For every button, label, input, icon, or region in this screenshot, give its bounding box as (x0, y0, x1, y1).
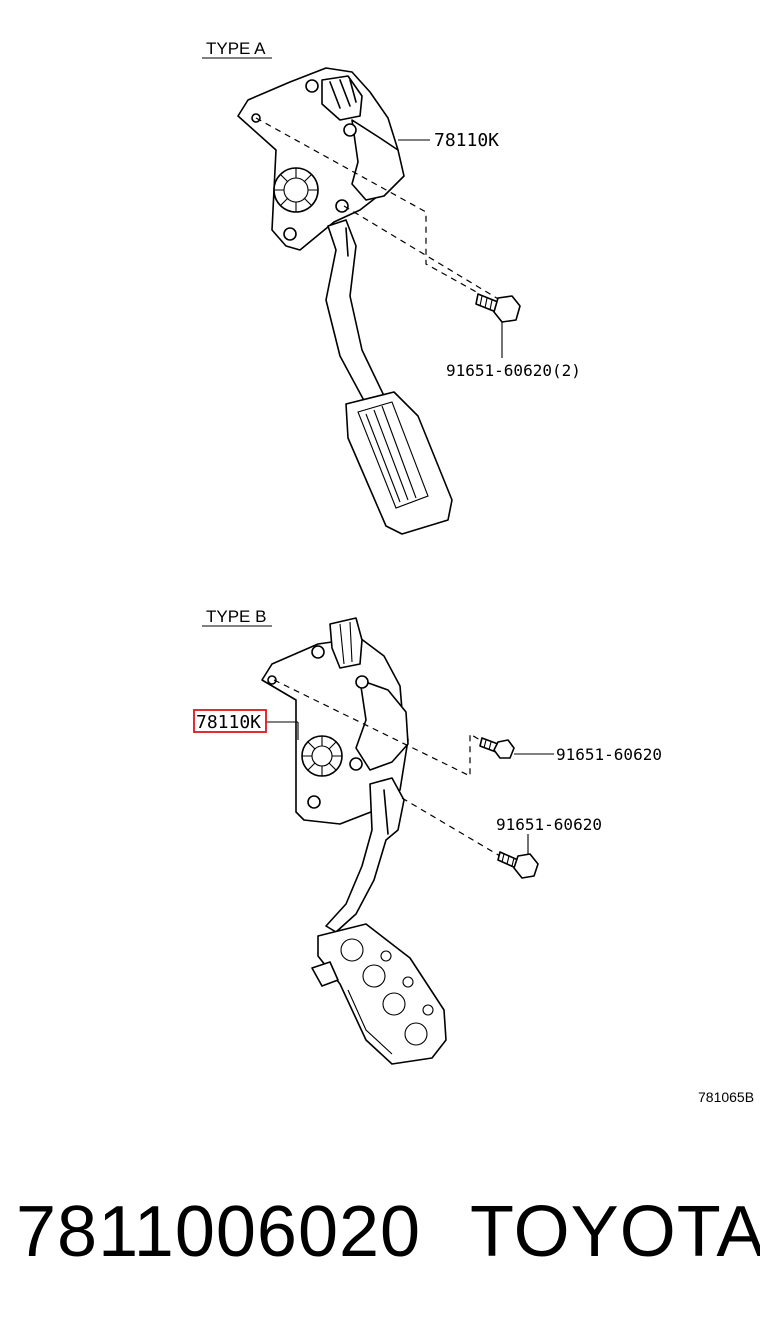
type-b-hole-3 (307, 795, 321, 809)
footer: 7811006020 TOYOTA (0, 1190, 760, 1280)
type-b-pedal-label-highlight (193, 709, 267, 733)
type-a-hole-4 (335, 199, 349, 213)
diagram-code: 781065B (698, 1089, 754, 1105)
type-a-hole-3 (283, 227, 297, 241)
type-b-hole-2 (355, 675, 369, 689)
type-b-bolt-lower-label: 91651-60620 (496, 815, 602, 834)
type-b-guide-1 (273, 679, 481, 777)
type-b-hole-5 (267, 675, 277, 685)
type-a-hole-1 (305, 79, 319, 93)
type-b-title: TYPE B (206, 607, 266, 626)
type-a-hole-5 (251, 113, 261, 123)
type-b-sensor-housing (355, 679, 409, 771)
type-a-rotor (273, 167, 319, 213)
type-a-bolt (475, 293, 521, 323)
type-b-bolt-upper (479, 737, 515, 759)
type-b-pedal-pad (311, 923, 447, 1065)
type-b-section: TYPE B (193, 607, 662, 1065)
type-b-pedal-arm (325, 777, 405, 933)
type-b-rotor (301, 735, 343, 777)
type-a-guide-1 (255, 117, 481, 295)
type-a-pedal-arm (325, 219, 387, 409)
type-a-title: TYPE A (206, 39, 266, 58)
type-a-section: TYPE A (202, 39, 581, 535)
type-a-pedal-label: 78110K (434, 130, 499, 151)
type-b-pedal-label: 78110K (196, 712, 261, 733)
type-b-hole-1 (311, 645, 325, 659)
type-b-hole-4 (349, 757, 363, 771)
type-a-hole-2 (343, 123, 357, 137)
footer-brand: TOYOTA (470, 1192, 760, 1272)
type-b-bolt-lower (497, 851, 539, 879)
footer-part-number: 7811006020 (16, 1192, 422, 1272)
parts-diagram: TYPE A (193, 39, 754, 1105)
type-a-bolt-label: 91651-60620(2) (446, 361, 581, 380)
type-b-bolt-upper-label: 91651-60620 (556, 745, 662, 764)
type-b-connector (329, 617, 363, 669)
type-a-guide-2 (343, 205, 501, 301)
type-a-sensor-housing (351, 119, 405, 201)
type-a-pedal-pad (345, 391, 453, 535)
type-b-guide-2 (401, 797, 501, 857)
type-a-connector (321, 75, 363, 121)
